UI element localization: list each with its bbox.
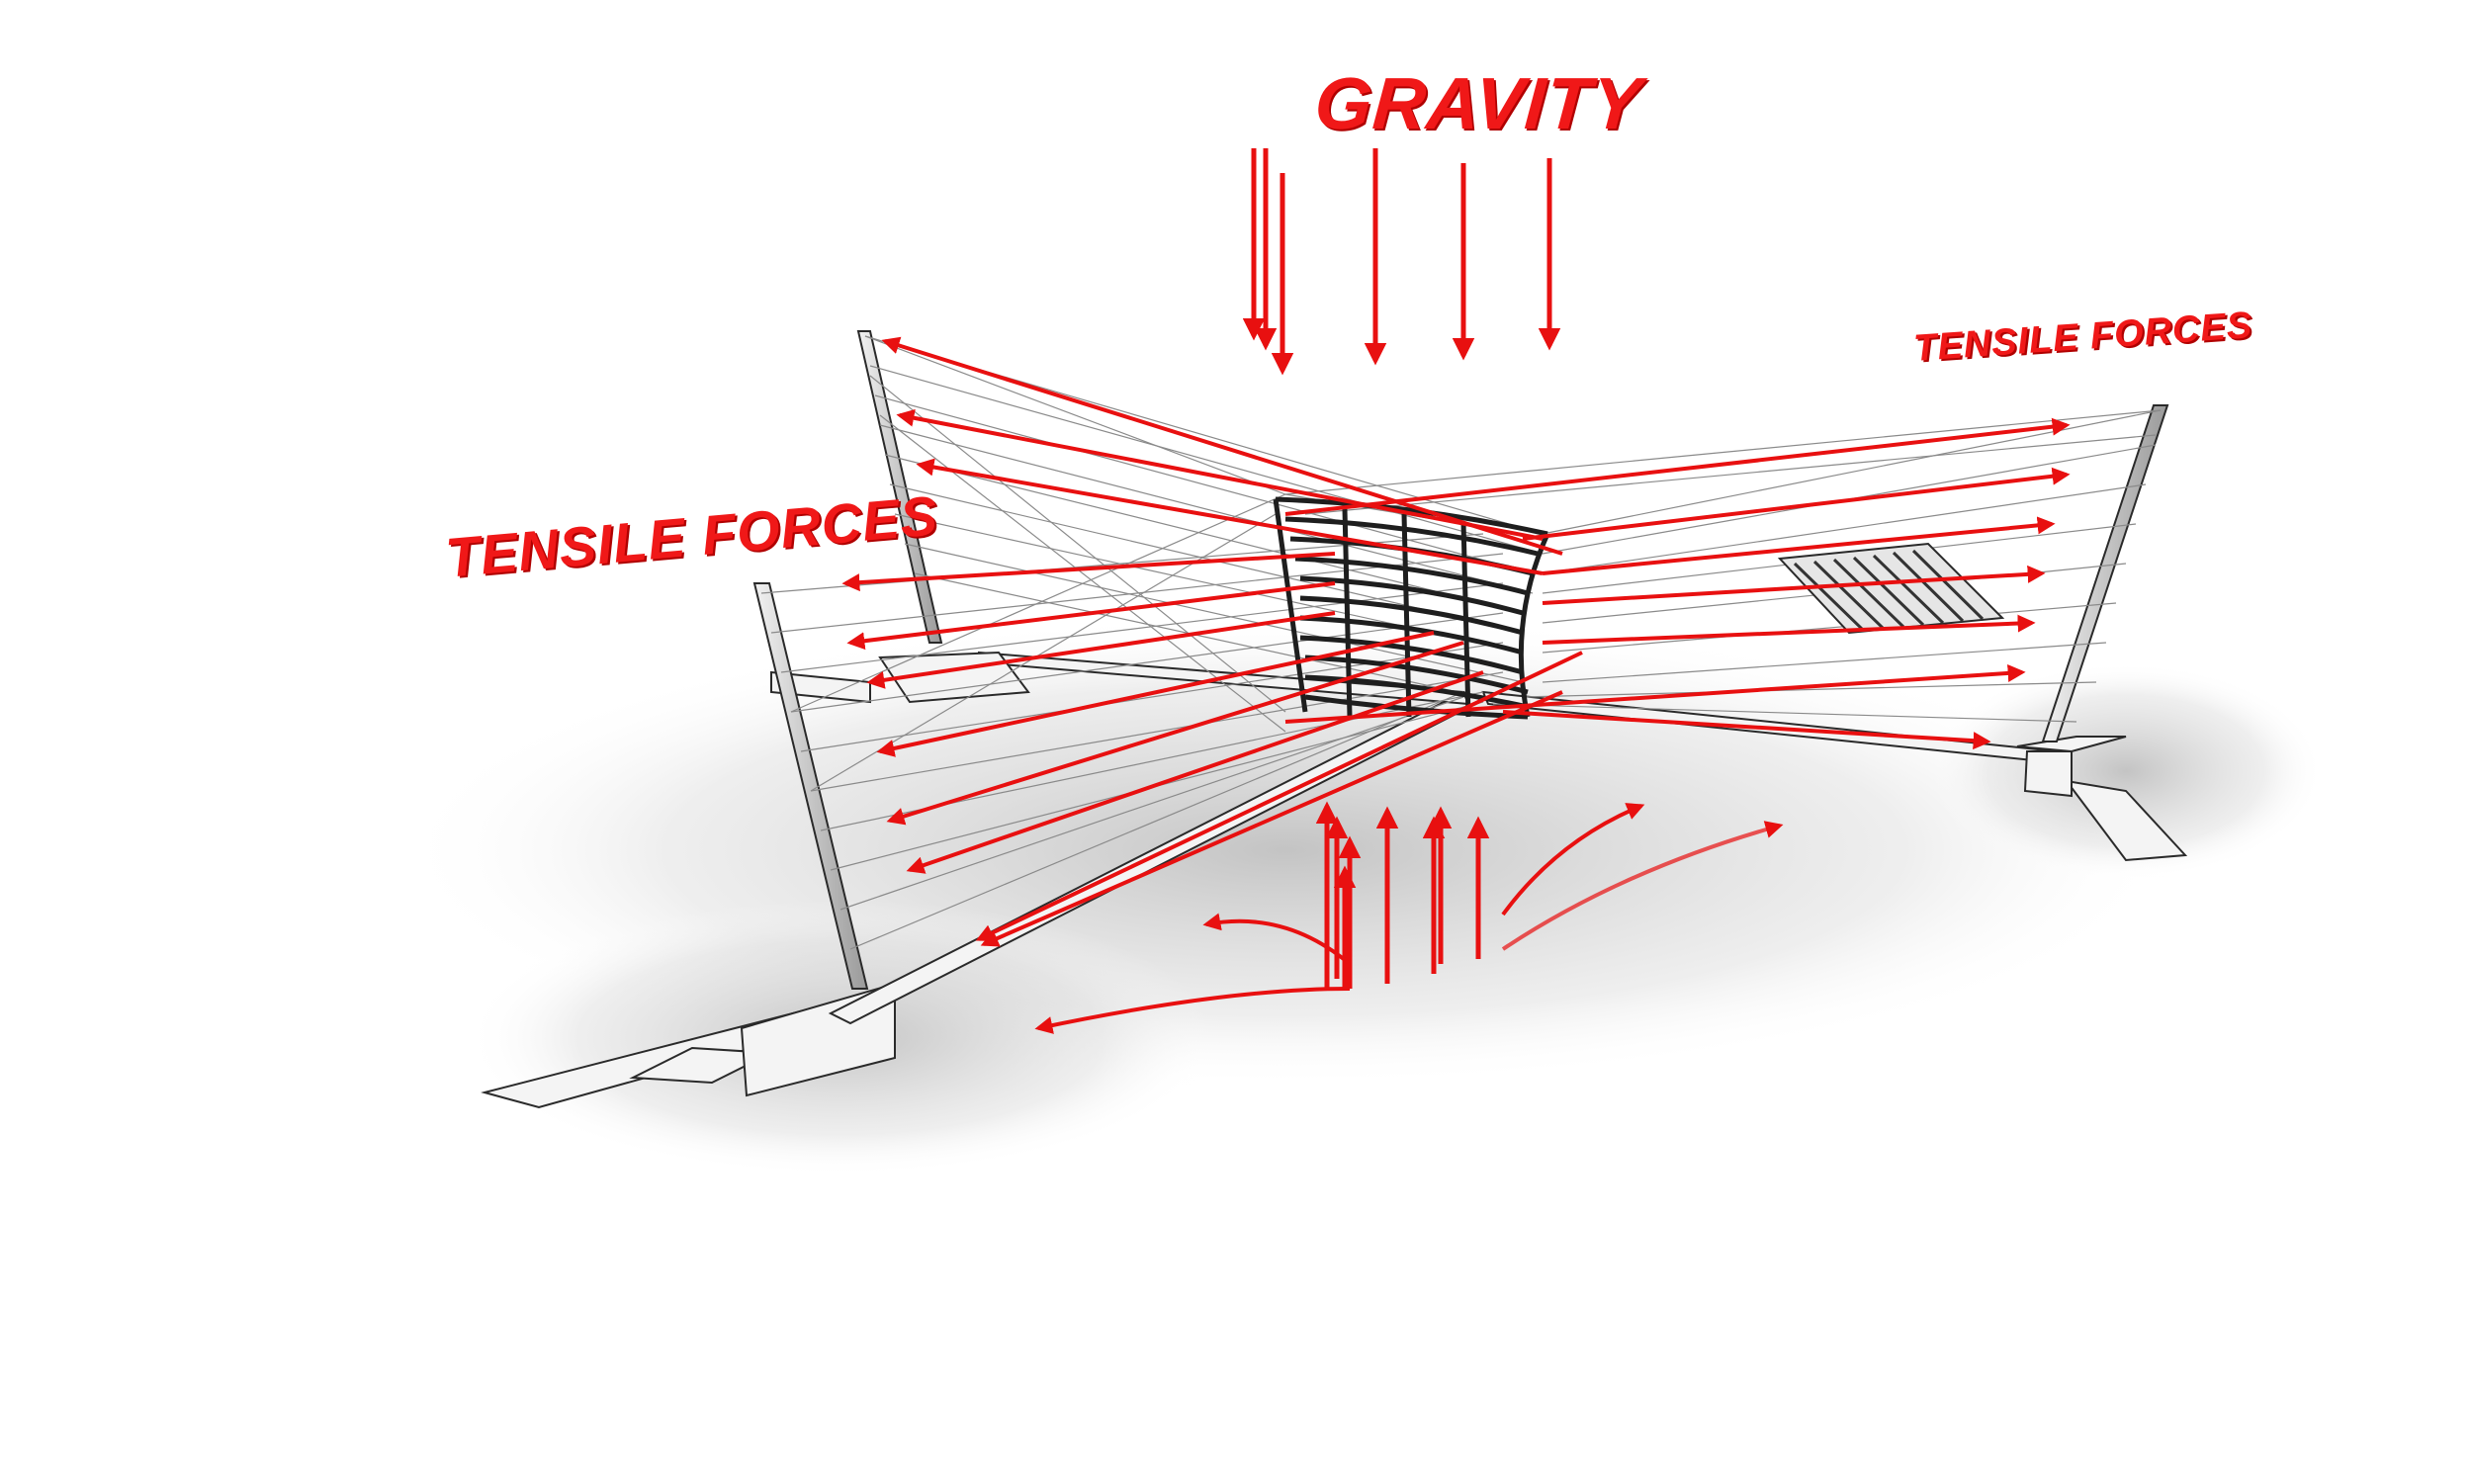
ground-shadow bbox=[396, 613, 2324, 1177]
bench bbox=[1777, 542, 2005, 635]
cables bbox=[760, 335, 2162, 950]
gravity-label: GRAVITY bbox=[1312, 62, 1645, 144]
central-core bbox=[1273, 496, 1550, 720]
tensile-force-arrows bbox=[841, 336, 2071, 947]
airflow-curves bbox=[1034, 803, 1784, 1034]
gravity-arrows bbox=[1242, 148, 1561, 376]
